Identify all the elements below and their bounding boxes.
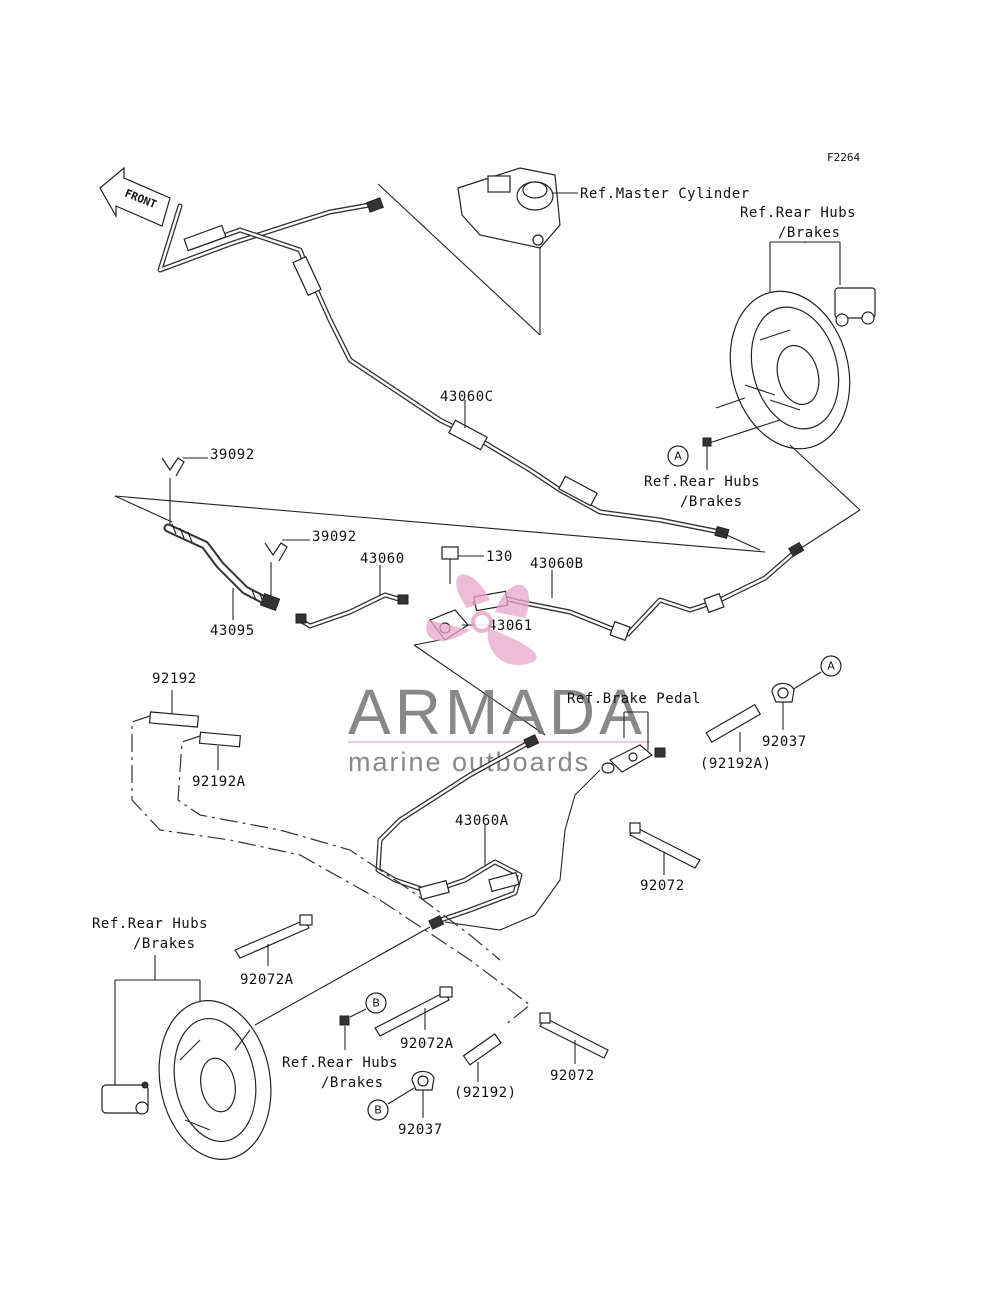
part-39092-a-label: 39092 [210, 447, 255, 463]
watermark-subtitle: marine outboards [348, 747, 590, 777]
part-92192-label: 92192 [152, 671, 197, 687]
clip-39092-left-part [161, 457, 185, 477]
ref-brake-pedal-label: Ref.Brake Pedal [567, 691, 701, 707]
ref-rear-hubs-3-line2: /Brakes [133, 936, 196, 952]
bleeder-fitting-right [702, 437, 712, 447]
band-92072a-middle-part [374, 986, 453, 1037]
part-130-label: 130 [486, 549, 513, 565]
callout-a-upper-text: A [674, 450, 682, 463]
sleeve-92192a-left-part [198, 731, 242, 748]
part-92037-a-label: 92037 [762, 734, 807, 750]
clamp-92037-upper-part [771, 682, 795, 703]
bolt-130-part [441, 546, 459, 584]
part-43061-label: 43061 [488, 618, 533, 634]
band-92072-lower-part [539, 1012, 609, 1059]
clamp-92037-lower-part [411, 1070, 435, 1091]
watermark-title: ARMADA [348, 676, 646, 748]
part-92072-b-label: 92072 [550, 1068, 595, 1084]
callout-b-lower-text: B [374, 1104, 382, 1117]
part-92072a-a-label: 92072A [240, 972, 294, 988]
ref-rear-hubs-2-line1: Ref.Rear Hubs [644, 474, 760, 490]
part-92192a-label: 92192A [192, 774, 246, 790]
part-92192-paren-label: (92192) [454, 1085, 517, 1101]
callout-a-lower-text: A [827, 660, 835, 673]
brake-pipe-43060a [375, 734, 540, 930]
brake-pedal-switch-part [601, 744, 666, 774]
rear-brake-drum-left-part [101, 1000, 272, 1160]
ref-rear-hubs-4-line2: /Brakes [321, 1075, 384, 1091]
part-43060b-label: 43060B [530, 556, 584, 572]
ref-rear-hubs-1-line2: /Brakes [778, 225, 841, 241]
callout-a-lower: A [820, 655, 842, 677]
armada-logo-icon [426, 574, 537, 666]
brake-pipe-43060 [295, 592, 409, 629]
part-92037-b-label: 92037 [398, 1122, 443, 1138]
sleeve-92192-bottom-part [462, 1033, 502, 1066]
brake-pipe-43060c [157, 197, 730, 539]
part-43060-label: 43060 [360, 551, 405, 567]
part-43060a-label: 43060A [455, 813, 509, 829]
ref-rear-hubs-4-line1: Ref.Rear Hubs [282, 1055, 398, 1071]
front-arrow-icon: FRONT [99, 166, 171, 227]
figure-code: F2264 [827, 151, 860, 164]
part-92192a-paren-label: (92192A) [700, 756, 771, 772]
part-43095-label: 43095 [210, 623, 255, 639]
ref-rear-hubs-3-line1: Ref.Rear Hubs [92, 916, 208, 932]
band-92072a-left-part [234, 914, 313, 959]
bleeder-fitting-left [339, 1015, 350, 1026]
ref-master-cylinder-label: Ref.Master Cylinder [580, 186, 750, 202]
sleeve-92192a-right-part [705, 703, 762, 744]
brake-hose-43095 [163, 523, 281, 612]
clip-39092-right-part [264, 542, 288, 562]
part-92072-a-label: 92072 [640, 878, 685, 894]
part-39092-b-label: 39092 [312, 529, 357, 545]
band-92072-upper-part [629, 822, 701, 869]
ref-rear-hubs-1-line1: Ref.Rear Hubs [740, 205, 856, 221]
callout-b-lower: B [367, 1099, 389, 1121]
callout-b-upper: B [365, 992, 387, 1014]
part-92072a-b-label: 92072A [400, 1036, 454, 1052]
sleeve-92192-left-part [148, 711, 199, 728]
rear-brake-drum-right-part [729, 287, 876, 450]
part-43060c-label: 43060C [440, 389, 494, 405]
ref-rear-hubs-2-line2: /Brakes [680, 494, 743, 510]
master-cylinder-part [457, 167, 561, 249]
callout-b-upper-text: B [372, 997, 380, 1010]
callout-a-upper: A [667, 445, 689, 467]
